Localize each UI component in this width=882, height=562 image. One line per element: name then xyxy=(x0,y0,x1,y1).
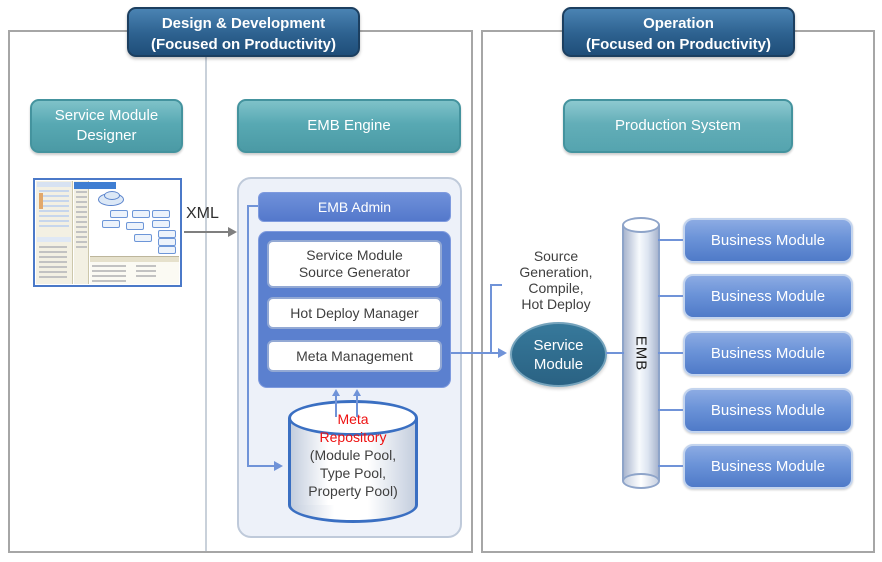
flow-label-line4: Hot Deploy xyxy=(521,296,591,312)
thumb-tree-accent xyxy=(39,193,43,209)
thumb-toolbox-strip xyxy=(74,181,89,284)
thumb-node xyxy=(134,234,152,242)
emb-bus-top-cap xyxy=(622,217,660,233)
thumb-tree-rows xyxy=(39,190,69,230)
service-to-bus-line xyxy=(606,352,624,354)
source-generator-line1: Service Module xyxy=(306,247,403,263)
admin-bracket-bottom xyxy=(249,465,275,467)
flow-label-line1: Source xyxy=(533,248,579,264)
flow-label-bracket-top xyxy=(490,284,502,286)
admin-bracket-top xyxy=(247,205,258,207)
designer-label-line1: Service Module xyxy=(54,107,159,124)
thumb-node xyxy=(158,230,176,238)
bus-connector-4 xyxy=(658,409,683,411)
production-system-box: Production System xyxy=(563,99,793,153)
thumb-node xyxy=(110,210,128,218)
operation-header-line1: Operation xyxy=(643,15,714,32)
emb-admin-box: EMB Admin xyxy=(258,192,451,222)
repo-up-arrow1-head xyxy=(332,389,340,396)
thumb-tree-panel xyxy=(36,181,73,284)
emb-engine-box: EMB Engine xyxy=(237,99,461,153)
xml-arrow-line xyxy=(184,231,228,233)
repo-up-arrow2-line xyxy=(356,395,358,417)
business-module-box-3: Business Module xyxy=(683,331,853,376)
thumb-canvas xyxy=(90,190,179,254)
service-module-ellipse: Service Module xyxy=(510,322,607,387)
thumb-properties-header xyxy=(90,257,179,262)
service-module-line2: Module xyxy=(533,355,584,373)
bus-connector-5 xyxy=(658,465,683,467)
operation-header: Operation (Focused on Productivity) xyxy=(562,7,795,57)
meta-repository-label: Meta Repository (Module Pool, Type Pool,… xyxy=(288,410,418,500)
business-module-box-5: Business Module xyxy=(683,444,853,489)
meta-management-label: Meta Management xyxy=(296,347,413,364)
business-module-label: Business Module xyxy=(710,458,826,475)
business-module-box-2: Business Module xyxy=(683,274,853,319)
source-generator-line2: Source Generator xyxy=(298,264,411,280)
hot-deploy-manager-box: Hot Deploy Manager xyxy=(267,297,442,329)
thumb-node xyxy=(158,246,176,254)
emb-bus-bottom-cap xyxy=(622,473,660,489)
meta-repository-detail-line2: Type Pool, xyxy=(319,465,387,481)
deploy-flow-arrow-head xyxy=(498,348,507,358)
flow-label-bracket-vertical xyxy=(490,284,492,354)
thumb-node xyxy=(158,238,176,246)
designer-screenshot xyxy=(33,178,182,287)
xml-arrow-head xyxy=(228,227,237,237)
admin-bracket-arrow-head xyxy=(274,461,283,471)
thumb-cloud-shape-2 xyxy=(104,191,120,200)
thumb-tree-header xyxy=(37,182,71,187)
bus-connector-2 xyxy=(658,295,683,297)
emb-bus-label: EMB xyxy=(632,335,650,371)
business-module-label: Business Module xyxy=(710,402,826,419)
repo-up-arrow1-line xyxy=(335,395,337,417)
service-module-line1: Service xyxy=(533,336,584,354)
deploy-flow-line xyxy=(451,352,499,354)
business-module-box-1: Business Module xyxy=(683,218,853,263)
repo-up-arrow2-head xyxy=(353,389,361,396)
business-module-box-4: Business Module xyxy=(683,388,853,433)
flow-label-line3: Compile, xyxy=(528,280,584,296)
hot-deploy-label: Hot Deploy Manager xyxy=(290,304,419,321)
admin-bracket-vertical xyxy=(247,205,249,467)
thumb-split-bar xyxy=(37,237,71,242)
flow-label: Source Generation, Compile, Hot Deploy xyxy=(500,248,612,312)
design-development-header: Design & Development (Focused on Product… xyxy=(127,7,360,57)
bus-connector-1 xyxy=(658,239,683,241)
xml-label: XML xyxy=(186,205,219,222)
meta-repository-title-line1: Meta xyxy=(337,411,369,427)
meta-repository-detail-line1: (Module Pool, xyxy=(309,447,397,463)
design-header-line2: (Focused on Productivity) xyxy=(150,36,336,53)
operation-header-line2: (Focused on Productivity) xyxy=(585,36,771,53)
thumb-properties-panel xyxy=(90,256,179,284)
thumb-toolbox-rows xyxy=(76,191,87,251)
emb-admin-label: EMB Admin xyxy=(317,199,392,215)
thumb-list-rows xyxy=(39,246,67,280)
meta-repository-top-cap xyxy=(288,400,418,436)
bus-connector-3 xyxy=(658,352,683,354)
thumb-properties-values xyxy=(136,265,156,278)
thumb-node xyxy=(102,220,120,228)
design-header-line1: Design & Development xyxy=(161,15,326,32)
business-module-label: Business Module xyxy=(710,345,826,362)
designer-label-line2: Designer xyxy=(76,127,137,144)
production-system-label: Production System xyxy=(615,117,741,134)
thumb-node xyxy=(126,222,144,230)
emb-bus-label-wrap: EMB xyxy=(622,217,660,489)
flow-label-line2: Generation, xyxy=(519,264,593,280)
design-section-divider xyxy=(205,57,207,551)
thumb-window-titlebar xyxy=(74,182,116,189)
service-module-designer-box: Service Module Designer xyxy=(30,99,183,153)
business-module-label: Business Module xyxy=(710,232,826,249)
thumb-properties-rows xyxy=(92,265,126,283)
source-generator-box: Service Module Source Generator xyxy=(267,240,442,288)
meta-repository-title-line2: Repository xyxy=(319,429,387,445)
thumb-node xyxy=(152,210,170,218)
thumb-node xyxy=(152,220,170,228)
thumb-node xyxy=(132,210,150,218)
emb-engine-label: EMB Engine xyxy=(307,117,391,134)
meta-management-box: Meta Management xyxy=(267,340,442,372)
meta-repository-detail-line3: Property Pool) xyxy=(308,483,398,499)
business-module-label: Business Module xyxy=(710,288,826,305)
